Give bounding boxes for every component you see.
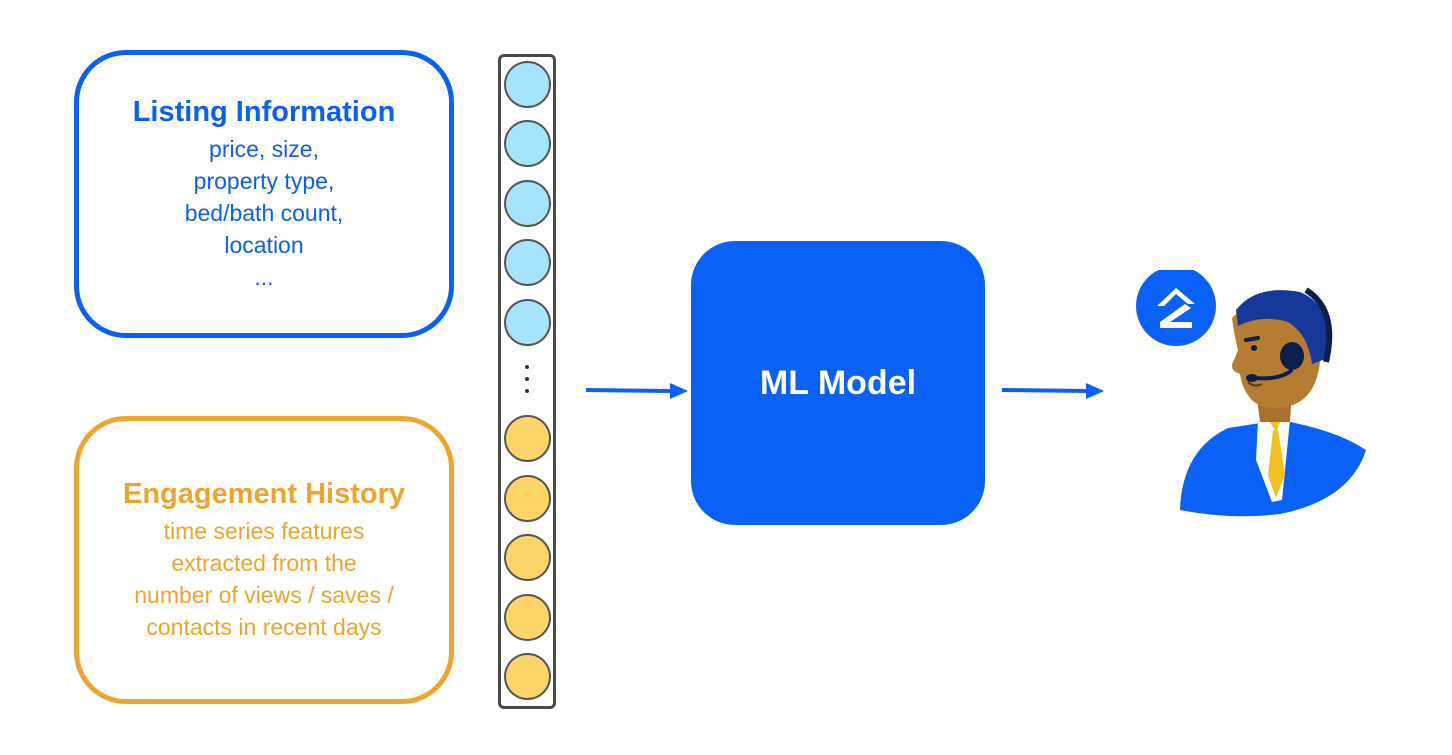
listing-feature-node (504, 239, 551, 286)
engagement-history-box: Engagement History time series features … (74, 416, 454, 704)
engagement-feature-node (504, 534, 551, 581)
engagement-line: contacts in recent days (146, 613, 382, 640)
listing-line: price, size, (209, 135, 319, 162)
listing-feature-node (504, 120, 551, 167)
ellipsis-dots (521, 365, 533, 401)
listing-feature-node (504, 61, 551, 108)
customer-support-agent-icon (1136, 270, 1366, 517)
listing-line: location (224, 231, 304, 258)
listing-line: bed/bath count, (184, 199, 344, 226)
arrow-to-model-icon (586, 383, 688, 399)
engagement-feature-node (504, 475, 551, 522)
engagement-line: number of views / saves / (134, 581, 394, 608)
listing-line: ... (254, 263, 274, 290)
listing-information-title: Listing Information (132, 95, 396, 128)
listing-information-box: Listing Information price, size, propert… (74, 50, 454, 338)
listing-feature-node (504, 180, 551, 227)
ml-model-box: ML Model (691, 241, 985, 525)
engagement-line: time series features (163, 517, 365, 544)
engagement-feature-node (504, 594, 551, 641)
engagement-feature-node (504, 415, 551, 462)
engagement-line: extracted from the (171, 549, 357, 576)
zillow-logo-icon (1136, 270, 1216, 346)
ml-model-label: ML Model (759, 363, 917, 402)
listing-line: property type, (193, 167, 335, 194)
arrow-to-agent-icon (1002, 383, 1104, 399)
engagement-history-title: Engagement History (123, 477, 405, 510)
listing-feature-node (504, 299, 551, 346)
feature-vector (498, 54, 556, 709)
engagement-feature-node (504, 653, 551, 700)
